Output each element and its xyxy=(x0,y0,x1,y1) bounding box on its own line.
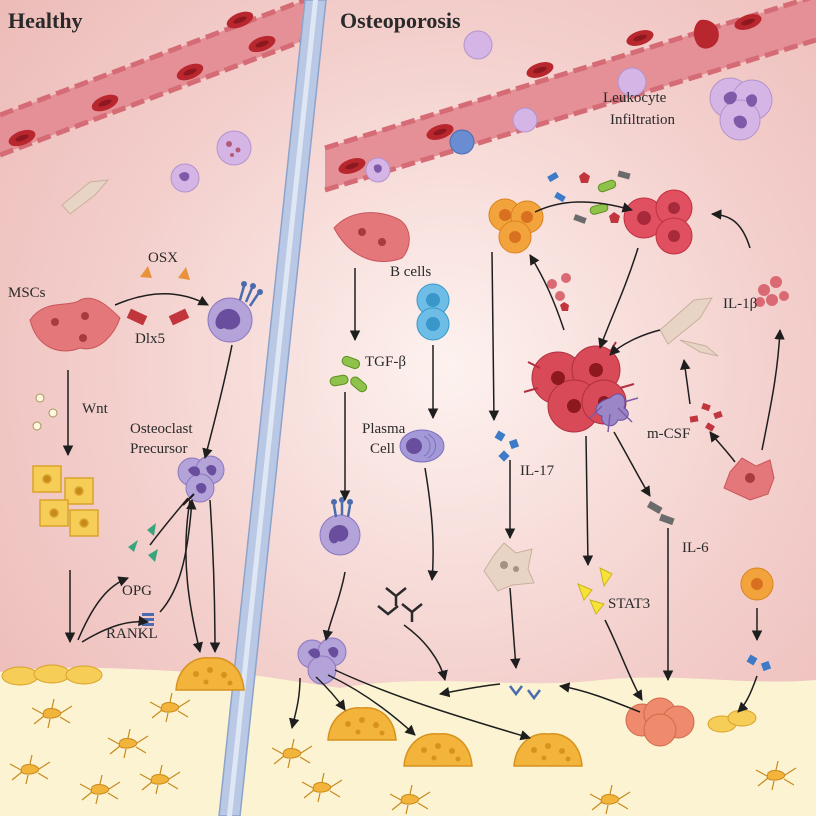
bone-lining-cells xyxy=(1,664,103,686)
leukocyte-label-1: Leukocyte xyxy=(603,90,667,106)
b-cells xyxy=(416,283,450,341)
antibodies xyxy=(377,587,423,622)
il6-label: IL-6 xyxy=(682,540,709,556)
orange-cell xyxy=(740,567,774,601)
il17-particles xyxy=(494,430,520,462)
leukocyte-large xyxy=(709,77,773,141)
mcsf-particles xyxy=(689,402,723,432)
fibroblast xyxy=(61,179,110,215)
osteoporosis-arrows xyxy=(289,201,785,741)
neutrophil xyxy=(216,130,252,166)
macrophage xyxy=(319,497,361,556)
healthy-arrows xyxy=(62,293,233,654)
stat3-particles xyxy=(577,567,613,615)
il17-label: IL-17 xyxy=(520,463,555,479)
resorbing-osteoclast xyxy=(625,697,695,747)
fibroblast xyxy=(679,339,719,357)
stromal-cell-right xyxy=(723,457,775,501)
monocyte-precursor xyxy=(207,281,263,343)
orange-cell-cluster xyxy=(488,198,544,254)
osteoclast-precursor-cluster xyxy=(177,455,225,503)
leukocyte-extravasating xyxy=(365,157,391,183)
osteoclast-precursor-cluster xyxy=(297,637,347,685)
inflammatory-cluster xyxy=(523,341,639,433)
plasma-cell xyxy=(399,429,445,463)
neutrophil xyxy=(170,163,200,193)
rankl-label: RANKL xyxy=(106,626,158,642)
fibroblast xyxy=(659,297,713,345)
osteoclast-label-2: Precursor xyxy=(130,441,187,457)
bone-surface xyxy=(0,667,816,816)
blood-vessel-healthy xyxy=(0,0,306,158)
healthy-title: Healthy xyxy=(8,8,83,33)
blood-vessel-osteoporosis xyxy=(324,0,816,193)
osteoblast-cluster xyxy=(32,465,99,537)
plasma-label-2: Cell xyxy=(370,441,395,457)
osteoporosis-title: Osteoporosis xyxy=(340,8,461,33)
leukocyte-extravasating xyxy=(512,107,538,133)
wnt-label: Wnt xyxy=(82,401,109,417)
neutrophil xyxy=(617,67,647,97)
stellate-cell xyxy=(483,542,535,592)
il1b-label: IL-1β xyxy=(723,296,757,312)
tgf-beta-label: TGF-β xyxy=(365,354,406,370)
osx-label: OSX xyxy=(148,250,178,266)
healthy-cells xyxy=(1,130,263,805)
bone-lining-cells-right xyxy=(707,709,757,733)
dlx5-label: Dlx5 xyxy=(135,331,165,347)
mscs-label: MSCs xyxy=(8,285,46,301)
opg-label: OPG xyxy=(122,583,152,599)
leukocyte-extravasating xyxy=(449,129,475,155)
panel-divider xyxy=(218,0,327,816)
stat3-label: STAT3 xyxy=(608,596,650,612)
osteoporosis-cells xyxy=(271,30,797,815)
mcsf-label: m-CSF xyxy=(647,426,690,442)
stromal-cell xyxy=(333,212,410,262)
osteoclast-label-1: Osteoclast xyxy=(130,421,193,437)
b-cells-label: B cells xyxy=(390,264,431,280)
activated-cell-cluster xyxy=(623,189,693,255)
leukocyte-label-2: Infiltration xyxy=(610,112,675,128)
neutrophil xyxy=(463,30,493,60)
plasma-label-1: Plasma xyxy=(362,421,406,437)
il1b-particles xyxy=(755,276,789,307)
mscs-cluster xyxy=(29,297,121,352)
